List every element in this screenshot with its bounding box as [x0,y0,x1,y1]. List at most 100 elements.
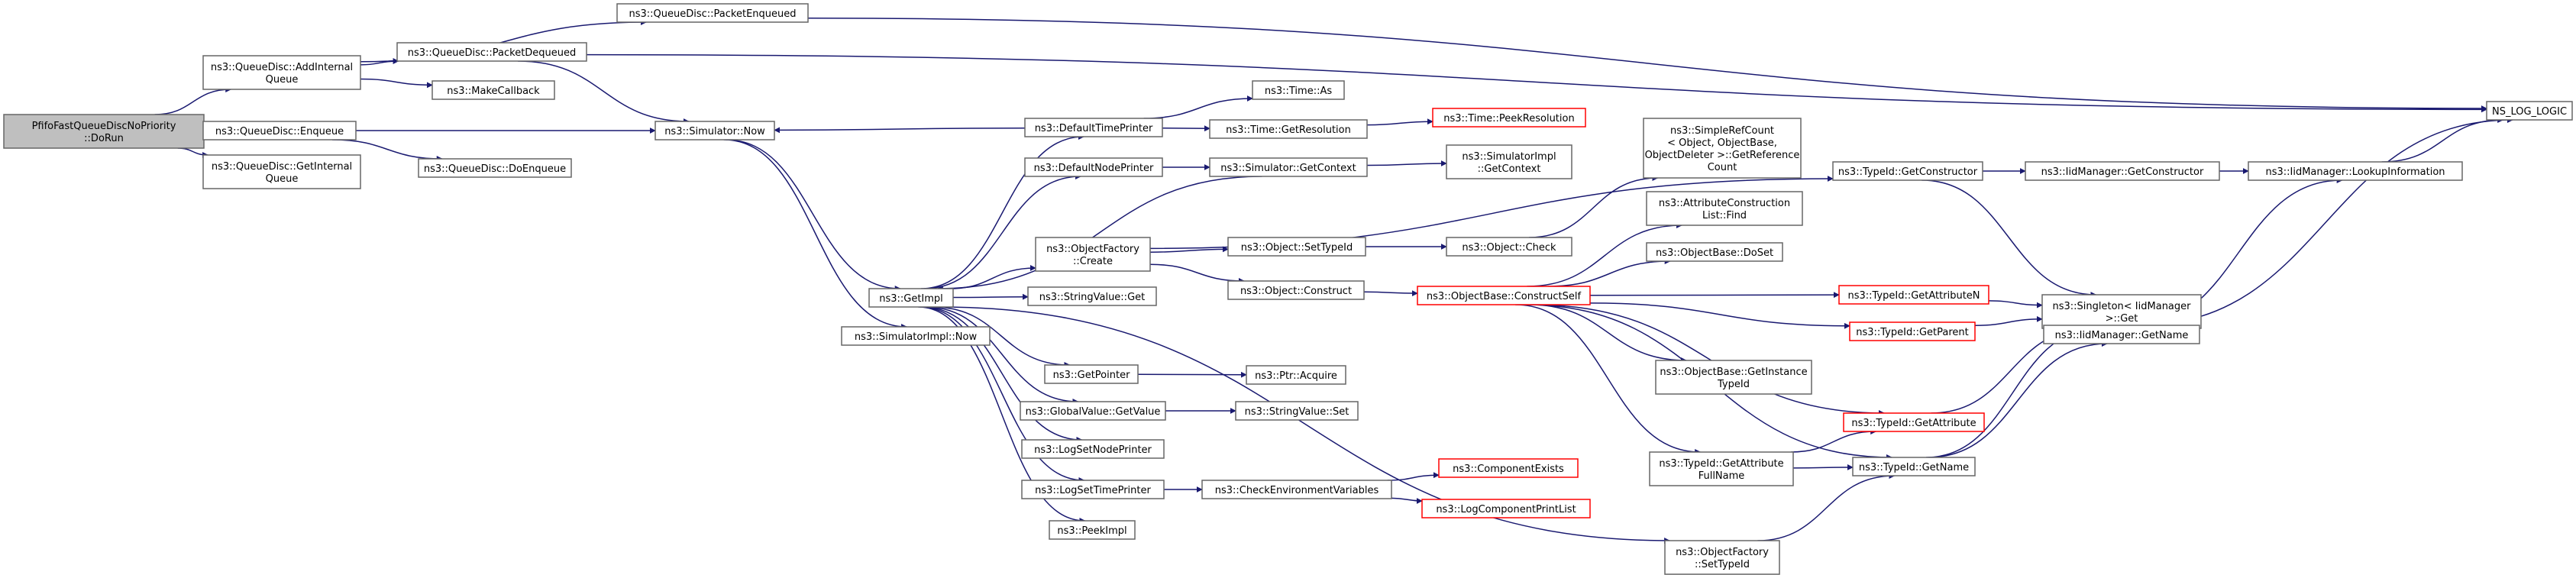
node-objFactoryCreate[interactable]: ns3::ObjectFactory::Create [1035,237,1151,272]
node-ptrAcquire[interactable]: ns3::Ptr::Acquire [1246,365,1346,385]
node-box [1209,119,1368,139]
node-typeIdGetName[interactable]: ns3::TypeId::GetName [1852,457,1976,476]
node-getImpl[interactable]: ns3::GetImpl [868,288,954,308]
edge-typeIdGetConstructor-to-singletonGet [1921,179,2097,298]
node-globalValueGet[interactable]: ns3::GlobalValue::GetValue [1020,401,1166,421]
edge-getImpl-to-logSetTimePrinter [920,306,1085,483]
node-objSetTypeId[interactable]: ns3::Object::SetTypeId [1227,237,1366,257]
node-timePeekRes[interactable]: ns3::Time::PeekResolution [1432,108,1586,128]
node-stringValueSet[interactable]: ns3::StringValue::Set [1235,401,1359,421]
edge-getImpl-to-logSetNodePrinter [922,306,1083,443]
edge-typeIdGetName-to-iidGetName [1928,341,2108,458]
node-objConstruct[interactable]: ns3::Object::Construct [1227,280,1365,300]
node-label-line: TypeId [1717,379,1750,390]
edge-iidGetName-to-nsLogLogic [2138,117,2513,326]
node-logSetTimePrinter[interactable]: ns3::LogSetTimePrinter [1021,480,1165,499]
edge-objBaseConstructSelf-to-typeIdGetParent [1589,302,1850,329]
node-makeCallback[interactable]: ns3::MakeCallback [431,80,555,100]
node-logSetNodePrinter[interactable]: ns3::LogSetNodePrinter [1021,439,1165,459]
node-iidGetConstructor[interactable]: ns3::IidManager::GetConstructor [2025,161,2220,181]
node-simImplNow[interactable]: ns3::SimulatorImpl::Now [841,326,991,346]
node-box [1027,286,1157,306]
node-box [431,80,555,100]
edge-checkEnvVars-to-componentExists [1387,472,1440,481]
edge-typeIdGetName-to-singletonGet [1926,325,2100,458]
edge-objBaseConstructSelf-to-typeIdGetAttrFullName [1515,304,1702,455]
node-label-line: ns3::Singleton< IidManager [2052,301,2191,312]
node-enqueue[interactable]: ns3::QueueDisc::Enqueue [202,121,357,141]
node-peekImpl[interactable]: ns3::PeekImpl [1049,520,1136,540]
node-objBaseConstructSelf[interactable]: ns3::ObjectBase::ConstructSelf [1417,286,1591,305]
edge-getImpl-to-peekImpl [918,306,1086,524]
node-simNow[interactable]: ns3::Simulator::Now [655,121,775,141]
node-stringValueGet[interactable]: ns3::StringValue::Get [1027,286,1157,306]
node-box [2486,101,2573,121]
node-objCheck[interactable]: ns3::Object::Check [1446,237,1572,257]
node-label-line: ns3::IidManager::GetConstructor [2041,166,2204,178]
node-label-line: ns3::GetPointer [1053,370,1130,381]
node-box [418,158,572,178]
node-label-line: ns3::StringValue::Get [1039,292,1145,303]
node-box [1838,285,1989,305]
node-label-line: Queue [266,74,299,86]
node-label-line: ns3::QueueDisc::DoEnqueue [424,163,566,175]
node-timeAs[interactable]: ns3::Time::As [1252,80,1345,100]
node-box [2043,325,2200,344]
node-typeIdGetAttribute[interactable]: ns3::TypeId::GetAttribute [1843,412,1985,432]
node-box [2041,294,2202,329]
node-box [1035,237,1151,272]
node-logComponentPrintList[interactable]: ns3::LogComponentPrintList [1421,499,1591,518]
node-iidLookupInfo[interactable]: ns3::IidManager::LookupInformation [2248,161,2463,181]
node-label-line: ns3::Ptr::Acquire [1255,370,1337,382]
node-defTimePrinter[interactable]: ns3::DefaultTimePrinter [1024,118,1163,137]
node-doEnqueue[interactable]: ns3::QueueDisc::DoEnqueue [418,158,572,178]
edge-objFactoryCreate-to-objConstruct [1149,263,1245,284]
edge-objBaseConstructSelf-to-objBaseGetInstanceTypeId [1529,304,1687,363]
node-box [1643,118,1802,179]
node-pktEnqueued[interactable]: ns3::QueueDisc::PacketEnqueued [616,3,809,23]
node-label-line: ns3::LogSetTimePrinter [1035,485,1151,496]
edge-typeIdGetAttrFullName-to-typeIdGetAttribute [1790,428,1877,453]
node-label-line: ns3::TypeId::GetName [1859,462,1969,473]
node-typeIdGetAttributeN[interactable]: ns3::TypeId::GetAttributeN [1838,285,1989,305]
node-box [868,288,954,308]
node-iidGetName[interactable]: ns3::IidManager::GetName [2043,325,2200,344]
edge-objBaseConstructSelf-to-typeIdGetAttribute [1533,304,1885,416]
node-objBaseDoSet[interactable]: ns3::ObjectBase::DoSet [1646,242,1783,262]
node-pktDequeued[interactable]: ns3::QueueDisc::PacketDequeued [396,42,587,62]
node-timeGetRes[interactable]: ns3::Time::GetResolution [1209,119,1368,139]
edge-checkEnvVars-to-logComponentPrintList [1391,497,1423,504]
node-typeIdGetConstructor[interactable]: ns3::TypeId::GetConstructor [1832,161,1983,181]
node-nsLogLogic[interactable]: NS_LOG_LOGIC [2486,101,2573,121]
node-root[interactable]: PfifoFastQueueDiscNoPriority::DoRun [3,114,205,149]
node-componentExists[interactable]: ns3::ComponentExists [1438,458,1579,478]
node-label-line: ns3::Simulator::Now [664,126,765,137]
node-box [1852,457,1976,476]
edge-pktEnqueued-to-nsLogLogic [807,17,2487,111]
node-getPointer[interactable]: ns3::GetPointer [1044,364,1139,384]
node-label-line: ::DoRun [84,133,124,144]
node-label-line: ns3::ObjectFactory [1676,547,1769,558]
node-box [1246,365,1346,385]
node-label-line: ns3::SimulatorImpl::Now [855,331,978,343]
node-objFactorySetTypeId[interactable]: ns3::ObjectFactory::SetTypeId [1664,540,1780,575]
node-checkEnvVars[interactable]: ns3::CheckEnvironmentVariables [1201,480,1392,499]
node-label-line: ns3::PeekImpl [1057,525,1126,537]
node-simImplGetContext[interactable]: ns3::SimulatorImpl::GetContext [1446,144,1572,179]
node-box [1252,80,1345,100]
node-singletonGet[interactable]: ns3::Singleton< IidManager >::Get [2041,294,2202,329]
node-label-line: ns3::ObjectBase::DoSet [1656,247,1773,259]
node-typeIdGetParent[interactable]: ns3::TypeId::GetParent [1849,321,1976,341]
node-box [1049,520,1136,540]
node-label-line: ns3::QueueDisc::PacketDequeued [408,47,577,59]
node-box [1024,157,1163,177]
edge-typeIdGetParent-to-singletonGet [1974,315,2043,326]
node-defNodePrinter[interactable]: ns3::DefaultNodePrinter [1024,157,1163,177]
node-simGetContext[interactable]: ns3::Simulator::GetContext [1209,157,1368,177]
node-simpleRefCount[interactable]: ns3::SimpleRefCount< Object, ObjectBase,… [1643,118,1802,179]
